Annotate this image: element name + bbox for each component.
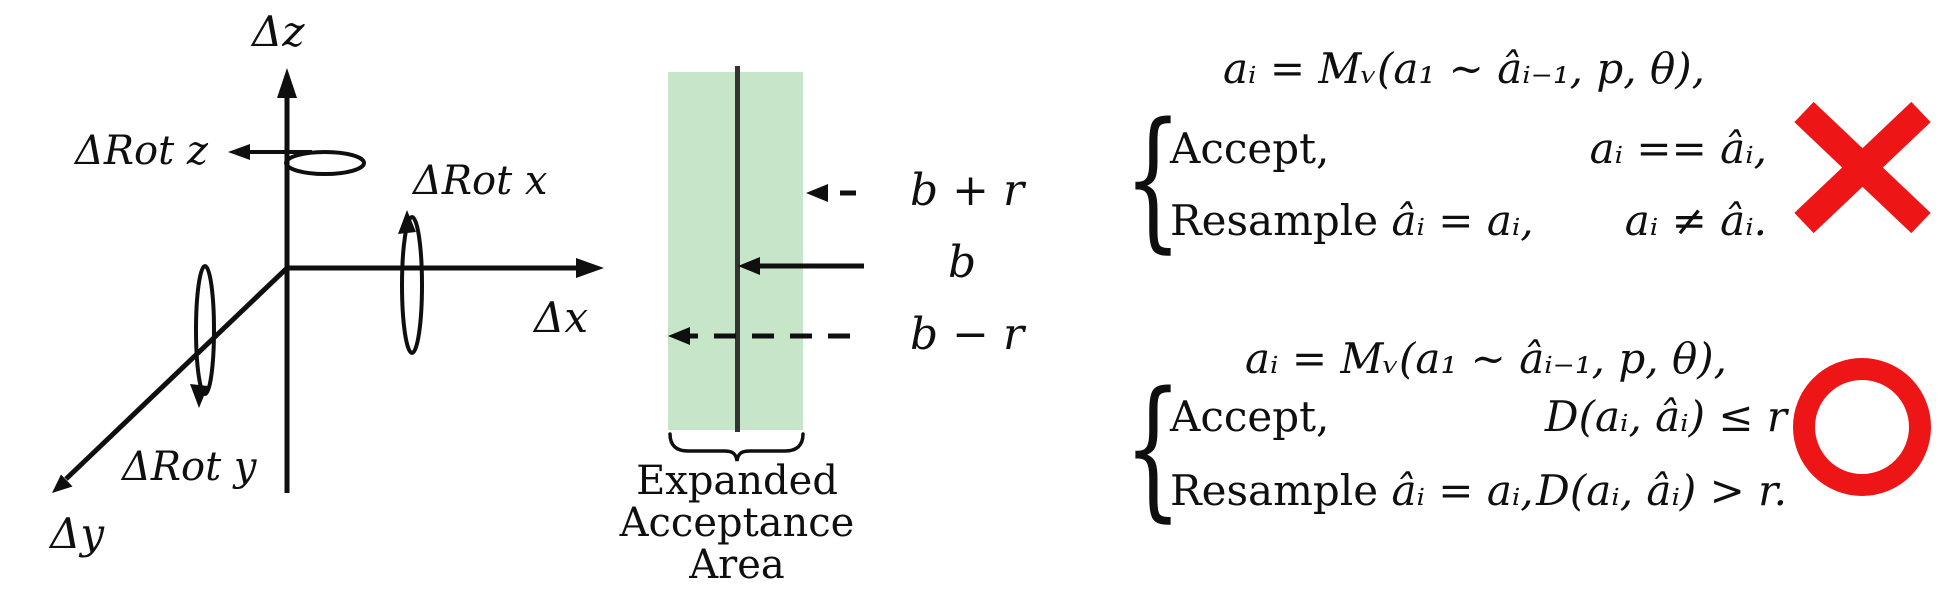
circle-mark-icon [1793,358,1931,496]
y-axis-label: Δy [50,509,105,558]
b-minus-r-label: b − r [910,309,1025,360]
eq2-resample-label: Resample [1170,466,1379,515]
eq2-resample-left: Resample âᵢ = aᵢ, [1170,466,1534,515]
band-center-line [735,66,740,432]
b-plus-r-arrowhead-icon [806,184,828,202]
eq1-cases-brace: { [1124,90,1183,267]
b-minus-r-arrowhead-icon [668,327,690,345]
eq1-accept-label: Accept, [1170,124,1330,173]
eq1-case-resample: Resample âᵢ = aᵢ, aᵢ ≠ âᵢ. [1170,196,1767,245]
eq2-resample-assignment: âᵢ = aᵢ, [1391,466,1534,515]
eq2-accept-condition: D(aᵢ, âᵢ) ≤ r [1544,392,1787,441]
cross-stroke-2 [1794,101,1931,234]
band-caption: Expanded Acceptance Area [567,460,907,586]
eq1-resample-left: Resample âᵢ = aᵢ, [1170,196,1534,245]
rot-z-arrowhead-icon [228,144,250,160]
eq2-case-resample: Resample âᵢ = aᵢ, D(aᵢ, âᵢ) > r. [1170,466,1787,515]
rot-x-label: ΔRot x [413,158,548,204]
band-caption-line1: Expanded [636,458,838,504]
eq2-sampling-line: aᵢ = Mᵥ(a₁ ∼ âᵢ₋₁, p, θ), [1245,334,1727,383]
acceptance-band [668,66,864,462]
eq1-accept-condition: aᵢ == âᵢ, [1589,124,1767,173]
x-axis-label: Δx [534,293,589,342]
rot-x-arrowhead-icon [398,210,416,234]
y-axis-arrowhead-icon [52,474,73,493]
rot-y-label: ΔRot y [122,444,257,490]
eq1-sampling-line: aᵢ = Mᵥ(a₁ ∼ âᵢ₋₁, p, θ), [1223,44,1705,93]
eq2-accept-label: Accept, [1170,392,1330,441]
eq2-cases-brace: { [1124,359,1183,536]
b-arrowhead-icon [738,257,760,275]
y-axis-line [64,266,289,481]
eq1-resample-condition: aᵢ ≠ âᵢ. [1624,196,1767,245]
band-underbrace [668,432,805,462]
rot-z-label: ΔRot z [75,128,208,174]
rot-z-loop [284,150,366,176]
b-label: b [948,237,977,288]
rot-x-loop [400,215,424,355]
z-axis-arrowhead-icon [277,68,297,98]
rot-y-arrowhead-icon [190,384,208,408]
eq1-resample-label: Resample [1170,196,1379,245]
b-plus-r-label: b + r [910,165,1025,216]
eq2-case-accept: Accept, D(aᵢ, âᵢ) ≤ r [1170,392,1787,441]
eq2-resample-condition: D(aᵢ, âᵢ) > r. [1536,466,1787,515]
cross-mark-icon [1794,101,1931,234]
band-caption-line2: Acceptance Area [619,500,855,588]
eq1-case-accept: Accept, aᵢ == âᵢ, [1170,124,1767,173]
eq1-resample-assignment: âᵢ = aᵢ, [1391,196,1534,245]
z-axis-label: Δz [252,7,305,56]
coordinate-axes [52,68,604,493]
rot-y-loop [194,264,216,396]
x-axis-arrowhead-icon [576,258,604,278]
